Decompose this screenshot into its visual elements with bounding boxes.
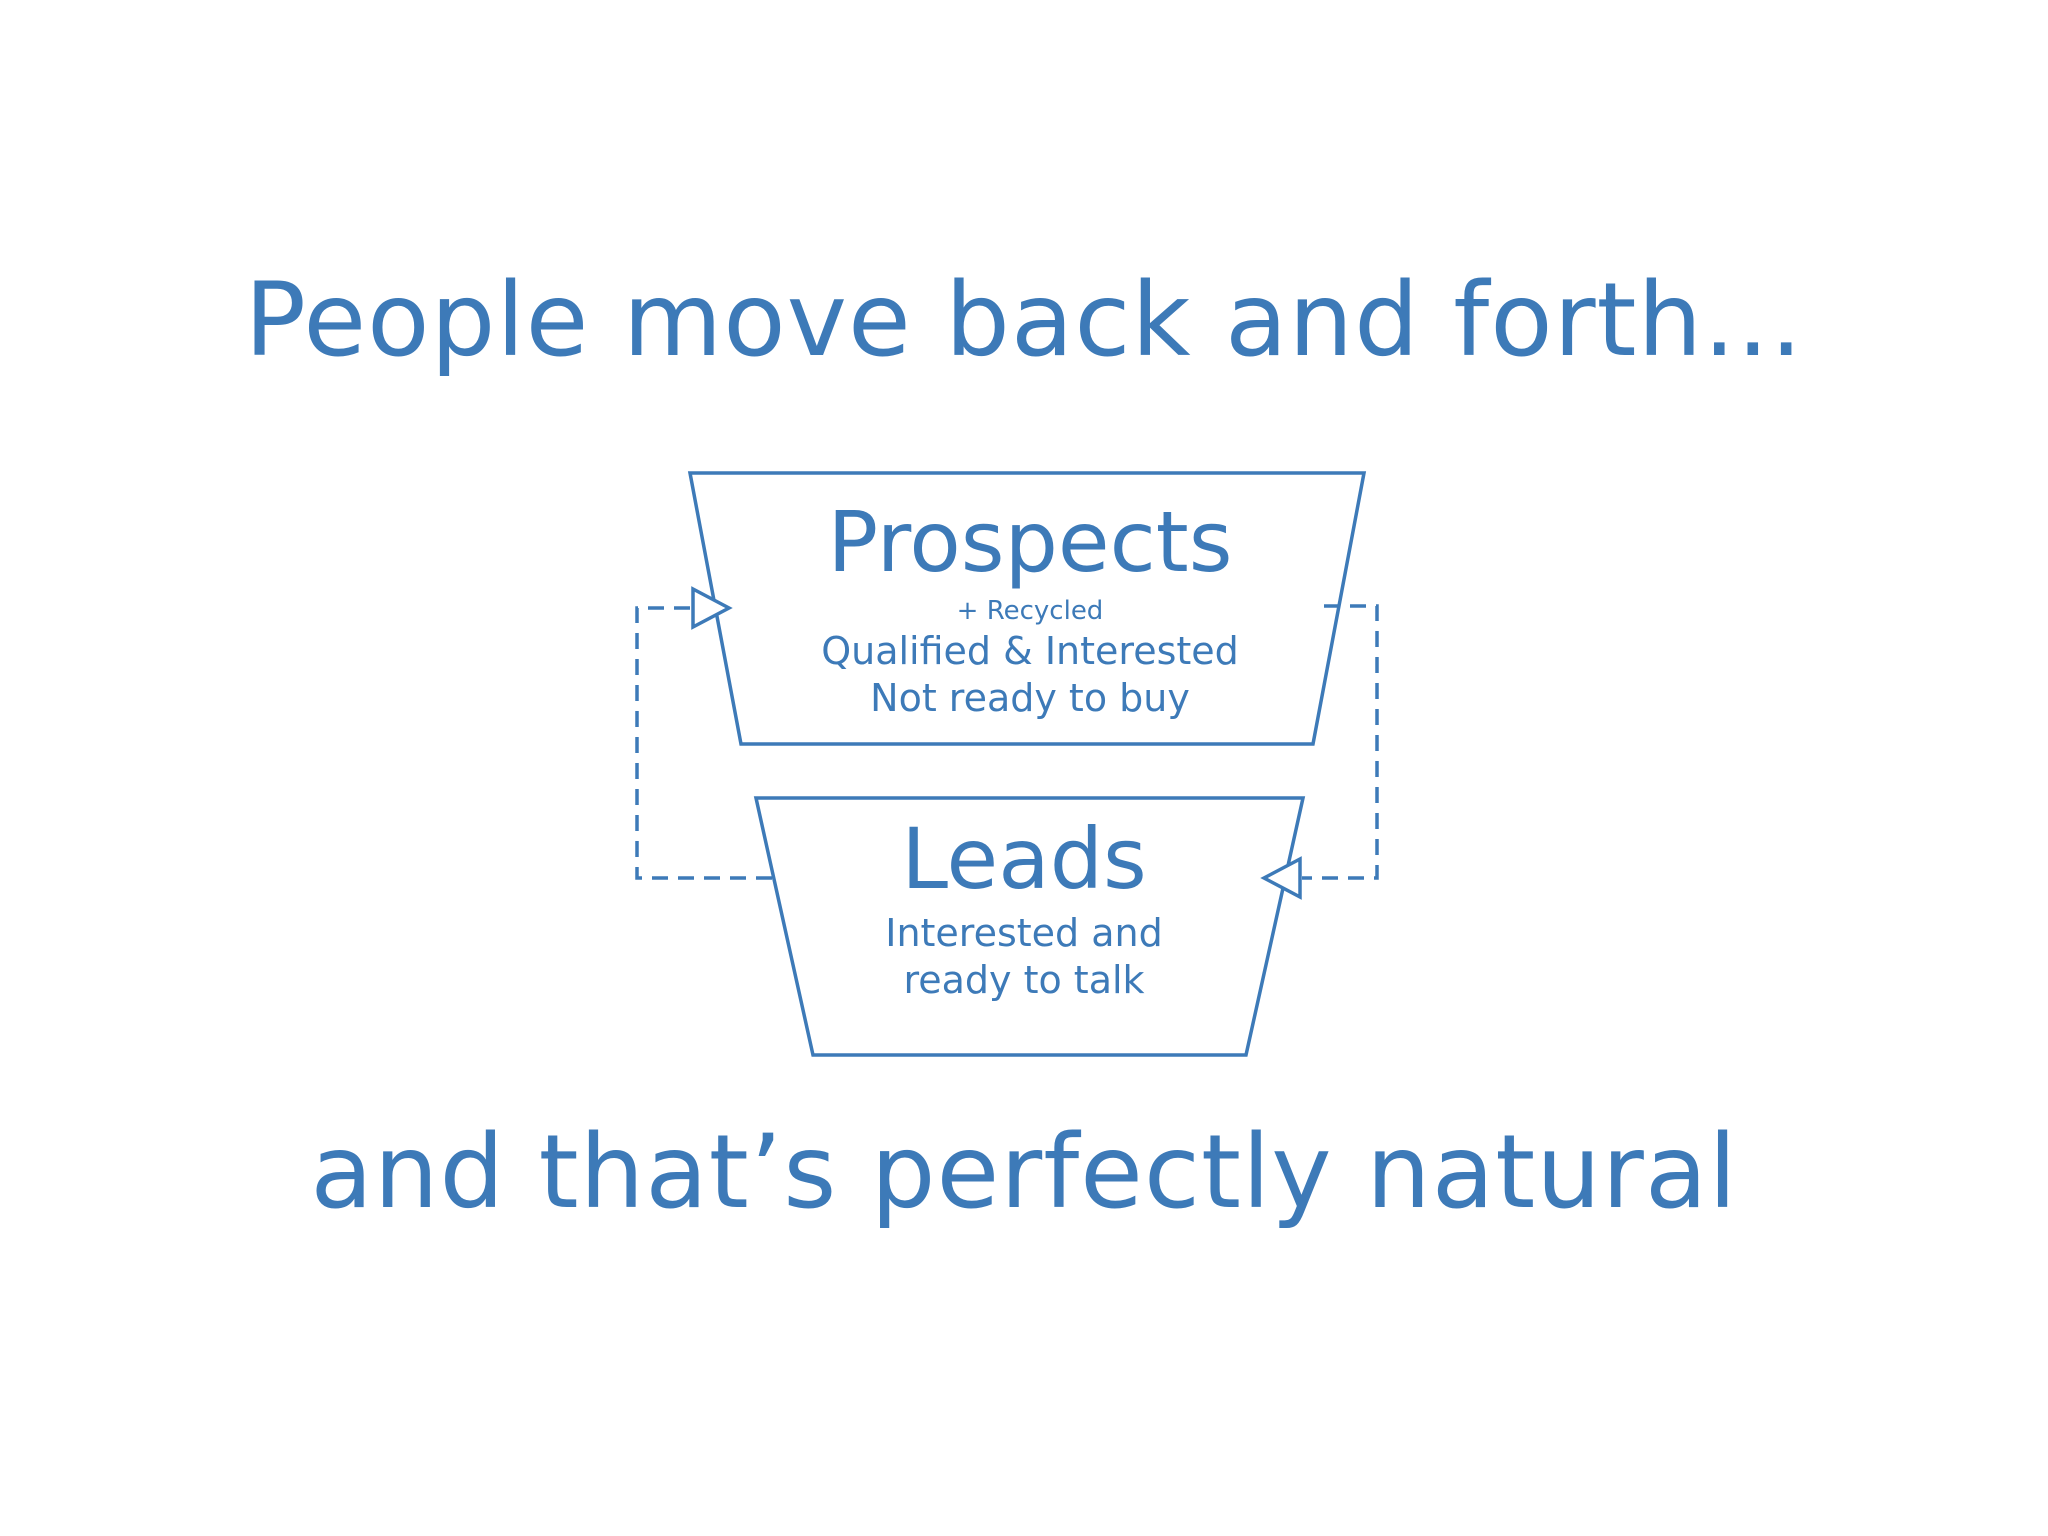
leads-to-prospects-dashed-connector: [635, 606, 772, 880]
prospects-title: Prospects: [828, 493, 1233, 591]
leads-stage-shape: [753, 796, 1306, 1057]
prospects-description-line-2: Not ready to buy: [870, 676, 1190, 720]
prospects-to-leads-arrowhead-icon: [1260, 856, 1302, 900]
prospects-recycled-tag: + Recycled: [957, 596, 1104, 626]
leads-to-prospects-arrowhead-icon: [691, 586, 733, 630]
leads-title: Leads: [901, 810, 1147, 908]
headline-bottom: and that’s perfectly natural: [310, 1113, 1738, 1232]
prospects-description-line-1: Qualified & Interested: [821, 629, 1239, 673]
prospects-to-leads-dashed-connector: [1302, 604, 1379, 880]
leads-description-line-1: Interested and: [885, 911, 1163, 955]
prospects-stage-shape: [687, 471, 1367, 746]
leads-description-line-2: ready to talk: [903, 958, 1144, 1002]
headline-top: People move back and forth...: [244, 261, 1804, 380]
